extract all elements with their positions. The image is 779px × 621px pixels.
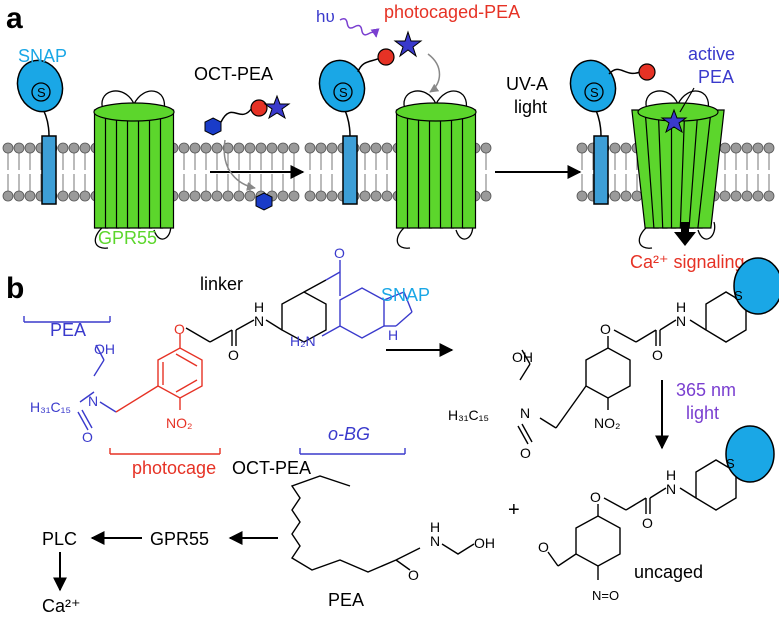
pea-atom-n: N: [430, 533, 440, 549]
snap-protein-blob: [733, 257, 779, 315]
u-atom-o-amide: O: [642, 515, 653, 531]
u-atom-aldehyde-o: O: [538, 539, 549, 555]
uncaged-label: uncaged: [634, 562, 703, 582]
released-guanine: [255, 192, 273, 211]
light-wave: [339, 17, 380, 38]
snap-s-label-3: S: [590, 85, 599, 100]
photocaged-pea-label: photocaged-PEA: [384, 2, 520, 22]
oct-pea-structure: [23, 260, 413, 455]
active-pea-pointer: [679, 87, 695, 113]
p-atom-o: O: [520, 445, 531, 461]
snap-tag-state1: S: [16, 59, 64, 205]
p-atom-oh: OH: [512, 349, 533, 365]
pea-product-label: PEA: [328, 590, 364, 610]
p-atom-n-amide: N: [676, 313, 686, 329]
pea-carbonyl-bond: [395, 559, 411, 571]
signaling-arrow-shaft: [681, 222, 689, 233]
ca-signaling-label: Ca²⁺ signaling: [630, 252, 745, 272]
snap-arrow-label: SNAP: [381, 285, 430, 305]
snap-label: SNAP: [18, 46, 67, 66]
hv-label: hυ: [316, 7, 335, 26]
p-atom-h: H: [676, 299, 686, 315]
gpr55-receptor-state1: [93, 90, 175, 249]
atom-h2n: H₂N: [290, 333, 316, 349]
pea-atom-o: O: [408, 567, 419, 583]
u-atom-h: H: [666, 467, 676, 483]
atom-n-linker: N: [254, 313, 264, 329]
pea-bracket-label: PEA: [50, 320, 86, 340]
nm-label-line2: light: [686, 403, 719, 423]
uva-label-line2: light: [514, 97, 547, 117]
gpr55-receptor-state2: [395, 90, 477, 249]
atom-o-bg: O: [334, 245, 345, 261]
pea-structure: [290, 475, 421, 573]
active-label-line1: active: [688, 44, 735, 64]
u-atom-n: N: [666, 481, 676, 497]
atom-oh: OH: [94, 341, 115, 357]
atom-h-linker: H: [254, 299, 264, 315]
pea-ethanolamine: [441, 543, 475, 555]
snap-s-label-2: S: [339, 85, 348, 100]
uva-label-line1: UV-A: [506, 74, 548, 94]
panel-b-letter: b: [6, 272, 24, 305]
atom-h31c15: H₃₁C₁₅: [30, 399, 71, 415]
gpr55-label: GPR55: [98, 228, 157, 248]
photocage-label: photocage: [132, 458, 216, 478]
p-atom-no2: NO₂: [594, 415, 620, 431]
obg-label: o-BG: [328, 424, 370, 444]
u-atom-nitroso: N=O: [592, 588, 619, 603]
snap-bound-product: [517, 279, 761, 445]
p-atom-o-ether: O: [600, 321, 611, 337]
signaling-arrow-head: [674, 232, 696, 246]
oct-pea-structure-label: OCT-PEA: [232, 458, 311, 478]
binding-arrow: [427, 53, 441, 93]
ca-label: Ca²⁺: [42, 596, 81, 616]
atom-o-linker: O: [228, 347, 239, 363]
snap-tag-state3: S: [569, 59, 656, 205]
oct-pea-molecule: [204, 94, 291, 136]
linker-label: linker: [200, 274, 243, 294]
p-atom-n: N: [520, 405, 530, 421]
atom-o-ether: O: [174, 321, 185, 337]
pea-atom-h: H: [430, 519, 440, 535]
p-atom-h31c15: H₃₁C₁₅: [448, 407, 489, 423]
snap-tag-state2: S: [318, 30, 423, 205]
u-atom-o-ether: O: [590, 489, 601, 505]
p-atom-o-amide: O: [652, 347, 663, 363]
plc-label: PLC: [42, 529, 77, 549]
atom-n: N: [88, 393, 98, 409]
pea-atom-oh: OH: [474, 535, 495, 551]
gpr55-cascade-label: GPR55: [150, 529, 209, 549]
uncaged-s-atom: S: [726, 456, 735, 471]
active-pea-star: [660, 108, 688, 134]
active-label-line2: PEA: [698, 67, 734, 87]
release-arrow: [223, 139, 256, 191]
plus-sign: +: [508, 499, 520, 521]
panel-a-letter: a: [6, 2, 23, 35]
gpr55-receptor-active: [631, 90, 725, 249]
atom-o-amide: O: [82, 429, 93, 445]
snap-s-atom: S: [734, 288, 743, 303]
atom-no2: NO₂: [166, 415, 192, 431]
atom-nh: H: [388, 327, 398, 343]
oct-pea-label: OCT-PEA: [194, 64, 273, 84]
snap-protein-blob-2: [725, 425, 775, 483]
nm-label-line1: 365 nm: [676, 380, 736, 400]
snap-s-label: S: [37, 85, 46, 100]
